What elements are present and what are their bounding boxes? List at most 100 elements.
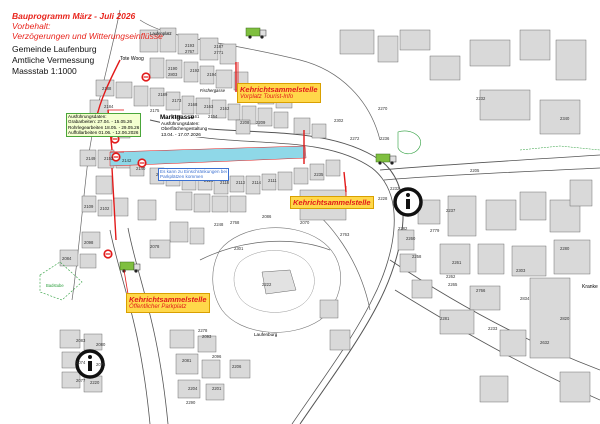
- parcel-number: 2803: [168, 72, 178, 77]
- collection-point-subtitle: Vorplatz Tourist-Info: [240, 94, 294, 100]
- parking-hint-box: Es kann zu Einschränkungen bei Parkplätz…: [158, 168, 229, 181]
- parcel-number: 2209: [256, 120, 266, 125]
- execution-line: Auffüllarbeiten 01.06. - 12.06.2026: [68, 130, 139, 136]
- parcel-number: 2102: [100, 206, 110, 211]
- parcel-number: 2220: [90, 380, 100, 385]
- execution-line: Ausführungsdaten:: [68, 114, 107, 119]
- buildings-east: [235, 29, 593, 403]
- marktgasse-label: Marktgasse: [160, 114, 195, 121]
- parcel-number: 2076: [96, 362, 106, 367]
- execution-line: Rohrlegearbeiten 18.05. - 29.05.26: [68, 124, 140, 130]
- parcel-number: 2303: [516, 268, 526, 273]
- execution-dates-box: Ausführungsdaten: Grabarbeiten: 27.04. -…: [66, 113, 142, 137]
- parcel-number: 2779: [430, 228, 440, 233]
- parcel-number: 2235: [314, 172, 324, 177]
- collection-point-title: Kehrichtsammelstelle: [240, 85, 318, 94]
- parcel-number: 2096: [212, 354, 222, 359]
- scale-text: Massstab 1:1000: [12, 66, 77, 76]
- truck-icon: [245, 27, 267, 39]
- parcel-number: 2232: [390, 186, 400, 191]
- parcel-number: 2340: [560, 116, 570, 121]
- road-east: [379, 154, 600, 171]
- marktgasse-info-line: Oberflächengestaltung: [161, 126, 208, 132]
- parcel-number: 2834: [520, 296, 530, 301]
- parcel-number: 2233: [488, 326, 498, 331]
- parcel-number: 2236: [380, 136, 390, 141]
- parcel-number: 2118: [220, 180, 230, 185]
- parcel-number: 2768: [230, 220, 240, 225]
- parcel-number: 2771: [214, 50, 224, 55]
- info-icon: [75, 349, 105, 379]
- parcel-number: 2820: [560, 316, 570, 321]
- parcel-number: 2111: [268, 178, 277, 183]
- parcel-number: 2142: [122, 158, 132, 163]
- parcel-number: 2766: [476, 288, 486, 293]
- parcel-number: 2206: [232, 364, 242, 369]
- collection-point-title: Kehrichtsammelstelle: [293, 198, 371, 207]
- parcel-number: 2278: [198, 328, 208, 333]
- parcel-number: 2282: [398, 226, 408, 231]
- parcel-number: 2201: [212, 386, 222, 391]
- reservation-text: Verzögerungen und Witterungseinflüsse: [12, 31, 163, 41]
- parcel-number: 2280: [560, 246, 570, 251]
- parcel-number: 2281: [440, 316, 450, 321]
- parcel-number: 2208: [240, 120, 250, 125]
- parcel-number: 2260: [406, 236, 416, 241]
- collection-point-title: Kehrichtsammelstelle: [129, 295, 207, 304]
- survey-name: Amtliche Vermessung: [12, 55, 95, 65]
- parcel-number: 2190: [168, 66, 178, 71]
- parcel-number: 2763: [340, 232, 350, 237]
- parcel-number: 2193: [185, 43, 195, 48]
- truck-icon: [375, 153, 397, 165]
- collection-point-tourist-info: Kehrichtsammelstelle Vorplatz Tourist-In…: [237, 83, 321, 103]
- collection-point-parking: Kehrichtsammelstelle Öffentlicher Parkpl…: [126, 293, 210, 313]
- parcel-number: 2204: [188, 386, 198, 391]
- parcel-number: 2098: [84, 240, 94, 245]
- parcel-number: 2237: [446, 208, 456, 213]
- parcel-number: 2140: [136, 166, 146, 171]
- parcel-number: 2163: [204, 104, 214, 109]
- construction-zone-marktgasse: [109, 145, 307, 167]
- hint-line: Parkplätzen kommen: [160, 174, 204, 180]
- street-label-tote-woog: Tote Woog: [120, 56, 144, 62]
- marktgasse-info: Ausführungsdaten: Oberflächengestaltung …: [160, 121, 209, 138]
- parcel-number: 2265: [448, 282, 458, 287]
- pond: [397, 130, 421, 155]
- parcel-number: 2084: [62, 256, 72, 261]
- street-label-fischergasse: Fischergasse: [200, 88, 225, 93]
- reservation-label: Vorbehalt:: [12, 21, 51, 31]
- parcel-number: 2189: [158, 92, 168, 97]
- street-label-laufenplatz: Laufenplatz: [150, 31, 172, 36]
- marktgasse-info-line: 13.04. - 17.07.2026: [161, 131, 201, 137]
- parcel-number: 2113: [236, 180, 246, 185]
- parcel-number: 2149: [86, 156, 96, 161]
- parcel-number: 2290: [186, 400, 196, 405]
- parcel-number: 2083: [76, 338, 86, 343]
- parcel-number: 2080: [96, 342, 106, 347]
- parcel-number: 2187: [214, 44, 224, 49]
- parcel-number: 2093: [202, 334, 212, 339]
- parcel-number: 2154: [208, 114, 218, 119]
- parcel-number: 2228: [378, 196, 388, 201]
- parcel-number: 2184: [104, 104, 114, 109]
- marktgasse-info-line: Ausführungsdaten:: [161, 121, 200, 126]
- parcel-number: 2222: [262, 282, 272, 287]
- playground-area: [39, 261, 83, 301]
- street-label-laufenburg: Laufenburg: [254, 332, 278, 337]
- parcel-number: 2070: [300, 220, 310, 225]
- parcel-number: 2077: [76, 378, 86, 383]
- parcel-number: 2074: [76, 360, 86, 365]
- parcel-number: 2767: [185, 49, 195, 54]
- parcel-number: 2205: [470, 168, 480, 173]
- parcel-number: 2175: [150, 108, 160, 113]
- parcel-number: 2301: [234, 246, 244, 251]
- parcel-number: 2114: [252, 180, 262, 185]
- parcel-number: 2086: [262, 214, 272, 219]
- parcel-number: 2173: [172, 98, 182, 103]
- info-icon: [393, 187, 423, 217]
- parcel-number: 2632: [540, 340, 550, 345]
- collection-point-center: Kehrichtsammelstelle: [290, 196, 374, 209]
- municipality-name: Gemeinde Laufenburg: [12, 44, 97, 54]
- parcel-number: 2166: [172, 114, 182, 119]
